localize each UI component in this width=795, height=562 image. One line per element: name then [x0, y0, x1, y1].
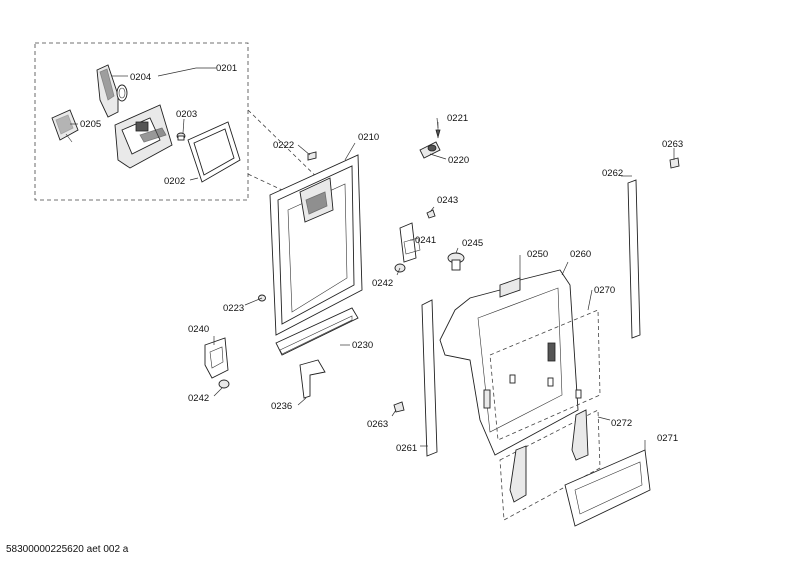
part-0202-gasket	[187, 121, 241, 183]
part-0250-outer-panel	[439, 269, 579, 456]
label-0201: 0201	[216, 63, 237, 74]
part-0230-bottom-strip	[275, 307, 359, 356]
label-0270: 0270	[594, 285, 615, 296]
detail-connector-upper	[247, 109, 331, 191]
part-labels: 0204 0201 0205 0203 0202 0222 0210 0221 …	[80, 63, 683, 454]
part-0210-door-panel	[269, 154, 363, 336]
part-0221-pin	[435, 122, 441, 139]
label-0271: 0271	[657, 433, 678, 444]
part-0204-handle	[96, 64, 128, 118]
part-0272-hinge-group	[499, 409, 601, 521]
leader-lines	[70, 67, 675, 450]
part-0263-screw-lower	[393, 401, 405, 413]
label-0203: 0203	[176, 109, 197, 120]
detail-inset	[34, 42, 331, 201]
label-0222: 0222	[273, 140, 294, 151]
label-0202: 0202	[164, 176, 185, 187]
part-0245-knob	[447, 252, 465, 271]
label-0250: 0250	[527, 249, 548, 260]
part-0201-dispenser	[114, 104, 173, 169]
label-0240: 0240	[188, 324, 209, 335]
label-0243: 0243	[437, 195, 458, 206]
part-0241-hinge	[399, 222, 421, 263]
detail-inset-frame	[34, 42, 249, 201]
label-0261: 0261	[396, 443, 417, 454]
label-0205: 0205	[80, 119, 101, 130]
part-0270-panel-group	[483, 309, 601, 441]
label-0245: 0245	[462, 238, 483, 249]
label-0221: 0221	[447, 113, 468, 124]
part-0220-latch	[419, 141, 441, 159]
label-0223: 0223	[223, 303, 244, 314]
part-0262-side-strip	[627, 179, 641, 339]
label-0260: 0260	[570, 249, 591, 260]
label-0242-lower: 0242	[188, 393, 209, 404]
label-0204: 0204	[130, 72, 151, 83]
label-0230: 0230	[352, 340, 373, 351]
label-0236: 0236	[271, 401, 292, 412]
part-0240-hinge	[204, 337, 229, 379]
part-0205-cover	[51, 109, 79, 143]
part-0271-bottom-panel	[564, 449, 651, 527]
detail-connector-lower	[247, 173, 283, 191]
drawing-reference: 58300000225620 aet 002 a	[6, 544, 129, 555]
label-0220: 0220	[448, 155, 469, 166]
part-0242-nut-lower	[218, 379, 230, 389]
part-0236-bracket	[299, 359, 326, 399]
part-0203-screw	[176, 132, 186, 141]
label-0242-upper: 0242	[372, 278, 393, 289]
label-0262: 0262	[602, 168, 623, 179]
label-0210: 0210	[358, 132, 379, 143]
part-0261-side-strip	[421, 299, 438, 457]
part-0263-screw-upper	[669, 157, 680, 169]
part-0222-screw	[307, 151, 317, 161]
label-0241: 0241	[415, 235, 436, 246]
label-0272: 0272	[611, 418, 632, 429]
label-0263-upper: 0263	[662, 139, 683, 150]
label-0263-lower: 0263	[367, 419, 388, 430]
